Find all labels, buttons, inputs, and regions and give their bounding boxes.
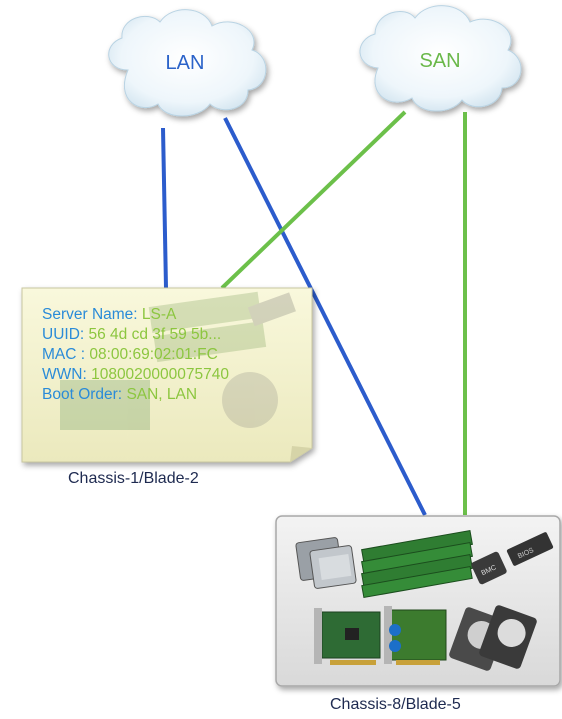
boot-order-value: SAN, LAN (126, 386, 198, 403)
mac-line: MAC : 08:00:69:02:01:FC (42, 345, 229, 365)
profile-watermark-hardware (60, 291, 296, 430)
service-profile-card (21, 287, 313, 463)
boot-order-key: Boot Order: (42, 386, 127, 403)
lan-cloud-label: LAN (165, 52, 205, 74)
service-profile-details: Server Name: LS-A UUID: 56 4d cd 3f 59 5… (42, 305, 229, 405)
wwn-key: WWN: (42, 366, 92, 383)
cpu-icon (295, 537, 357, 589)
mac-key: MAC : (42, 346, 90, 363)
uuid-key: UUID: (42, 326, 89, 343)
lan-link-blade1 (161, 127, 168, 289)
ram-icon (361, 529, 473, 599)
san-cloud-label: SAN (419, 50, 461, 72)
bios-chip-icon: BIOS (506, 532, 554, 566)
server-name-value: LS-A (141, 306, 177, 323)
lan-cloud (108, 9, 267, 117)
hba-card-icon (384, 606, 447, 665)
uuid-value: 56 4d cd 3f 59 5b... (88, 326, 222, 343)
lan-link-blade2 (223, 117, 427, 516)
nic-card-icon (314, 608, 381, 665)
uuid-line: UUID: 56 4d cd 3f 59 5b... (42, 325, 229, 345)
bmc-chip-icon: BMC (471, 551, 507, 585)
wwn-line: WWN: 1080020000075740 (42, 365, 229, 385)
blade2-caption: Chassis-8/Blade-5 (330, 696, 461, 713)
wwn-value: 1080020000075740 (91, 366, 230, 383)
mac-value: 08:00:69:02:01:FC (89, 346, 218, 363)
boot-order-line: Boot Order: SAN, LAN (42, 385, 229, 405)
san-link-blade1 (220, 110, 407, 290)
hard-drive-icon (449, 605, 537, 671)
server-name-key: Server Name: (42, 306, 142, 323)
blade1-caption: Chassis-1/Blade-2 (68, 470, 199, 487)
server-name-line: Server Name: LS-A (42, 305, 229, 325)
san-cloud (359, 5, 522, 112)
